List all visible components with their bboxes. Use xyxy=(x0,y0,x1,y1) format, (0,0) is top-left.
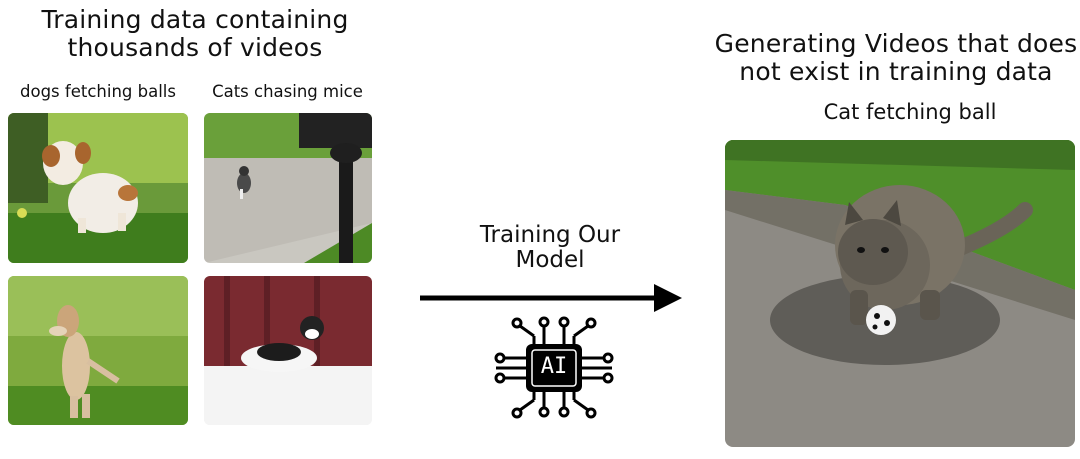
dogs-label: dogs fetching balls xyxy=(20,82,176,101)
training-data-title: Training data containing thousands of vi… xyxy=(20,6,370,62)
ai-chip-text: AI xyxy=(540,354,568,379)
cats-label: Cats chasing mice xyxy=(212,82,363,101)
training-model-label-line1: Training Our xyxy=(479,222,621,248)
generating-videos-title-line2: not exist in training data xyxy=(739,57,1053,86)
dog-jumping-thumbnail xyxy=(8,276,188,425)
cat-fetching-ball-video xyxy=(725,140,1075,447)
output-caption: Cat fetching ball xyxy=(823,100,997,124)
training-model-label-line2: Model xyxy=(515,247,585,273)
generating-videos-title: Generating Videos that does not exist in… xyxy=(710,30,1080,86)
generating-videos-title-line1: Generating Videos that does xyxy=(714,29,1078,58)
training-data-title-line1: Training data containing xyxy=(41,5,349,34)
cat-lying-thumbnail xyxy=(204,276,372,425)
training-data-title-line2: thousands of videos xyxy=(67,33,323,62)
dog-running-thumbnail xyxy=(8,113,188,263)
training-model-label: Training Our Model xyxy=(450,223,650,273)
ai-chip-icon: AI xyxy=(490,312,618,422)
cat-sidewalk-thumbnail xyxy=(204,113,372,263)
right-arrow-icon xyxy=(420,284,682,312)
